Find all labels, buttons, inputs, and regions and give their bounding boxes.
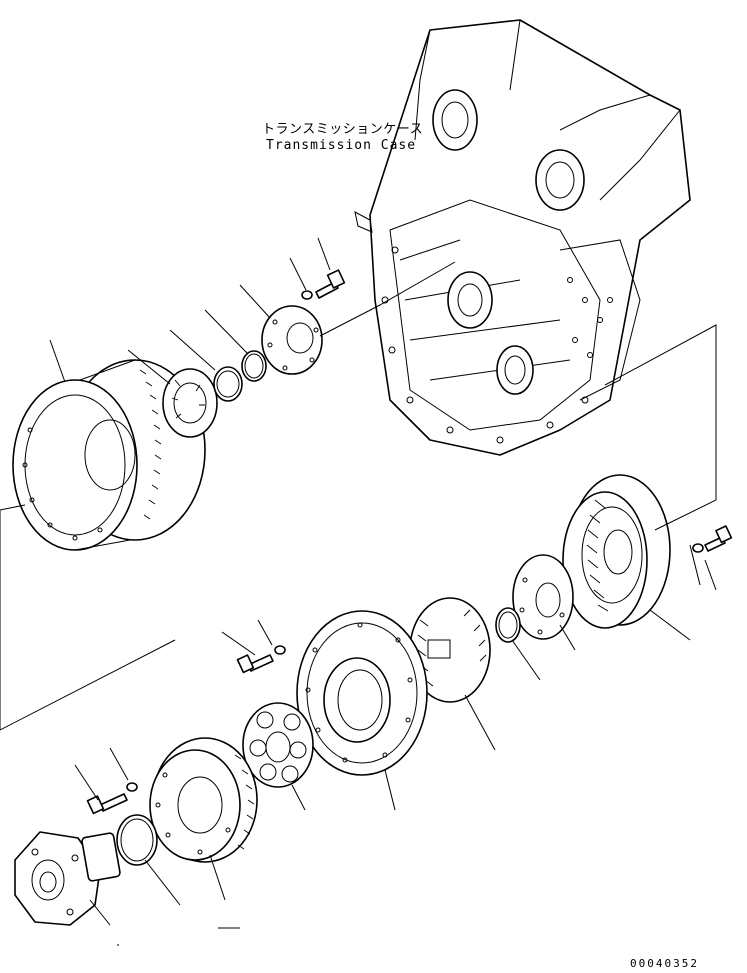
snap-ring-a [213, 366, 243, 402]
leader-lines [0, 237, 717, 946]
coupling-flange [14, 831, 121, 926]
washer-lower [126, 782, 138, 792]
transmission-case [354, 19, 691, 456]
bearing-upper [162, 368, 218, 438]
gear-lower [149, 737, 258, 863]
large-flange-plate [296, 610, 428, 776]
cover-plate-upper [261, 305, 323, 375]
case-label-english: Transmission Case [266, 138, 417, 153]
hub-plate [512, 554, 574, 640]
torque-converter-housing [562, 474, 671, 629]
bolt-lower [86, 793, 128, 815]
bolt-upper [315, 269, 346, 299]
bearing-lower [242, 702, 314, 788]
washer-right [692, 543, 704, 553]
washer-upper [301, 290, 313, 300]
case-label-japanese: トランスミッションケース [262, 122, 424, 137]
drawing-code: 00040352 [630, 957, 699, 970]
o-ring-lower [116, 814, 158, 866]
bolt-mid [236, 654, 274, 674]
snap-ring-b [241, 350, 267, 382]
bolt-right [704, 525, 733, 552]
snap-ring-right [495, 607, 521, 643]
washer-mid [274, 645, 286, 655]
